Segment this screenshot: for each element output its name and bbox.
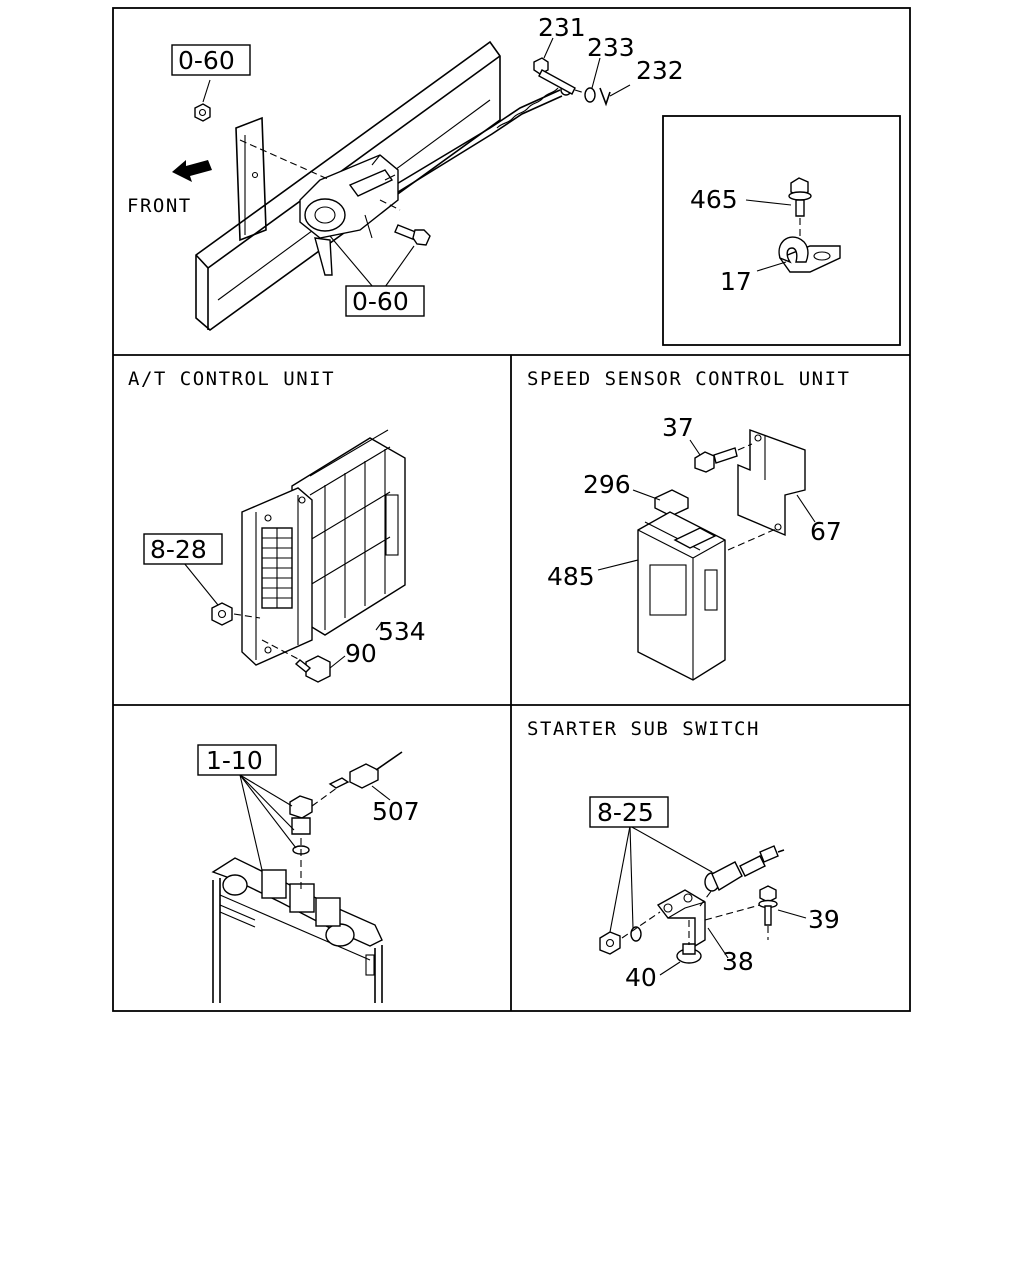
part-number-label: 231 [538, 13, 586, 42]
part-number-label: 90 [345, 639, 377, 668]
part-number-label: 37 [662, 413, 694, 442]
ref-box-label: 8-28 [150, 535, 207, 564]
part-number-label: 534 [378, 617, 426, 646]
mount-bracket [235, 116, 267, 242]
at-control-unit-panel: A/T CONTROL UNIT [128, 368, 426, 683]
top-panel: FRONT 0-60 0-60 231 233 232 465 17 [127, 13, 901, 346]
starter-sub-switch-panel: STARTER SUB SWITCH [527, 718, 840, 992]
radiator-icon [211, 857, 383, 1003]
speed-sensor-panel: SPEED SENSOR CONTROL UNIT [527, 368, 850, 681]
bolt-icon [394, 224, 431, 246]
flange-bolt-icon [758, 885, 778, 940]
washer-icon [584, 87, 596, 103]
panel-title: STARTER SUB SWITCH [527, 718, 760, 740]
flange-bolt-icon [788, 177, 812, 246]
front-label: FRONT [127, 195, 192, 217]
part-number-label: 38 [722, 947, 754, 976]
ref-box-label: 1-10 [206, 746, 263, 775]
sensor-icon [289, 781, 346, 890]
bracket-icon [656, 889, 706, 948]
bolt-icon [294, 655, 331, 683]
part-number-label: 485 [547, 562, 595, 591]
diagram-frame [112, 7, 911, 1012]
connector-icon [328, 751, 403, 789]
flange-bolt-icon [694, 447, 738, 473]
bolt-icon [533, 57, 576, 95]
flange-nut-icon [676, 943, 702, 964]
part-number-label: 296 [583, 470, 631, 499]
panel-title: SPEED SENSOR CONTROL UNIT [527, 368, 850, 390]
nut-icon [194, 103, 211, 122]
part-number-label: 233 [587, 33, 635, 62]
clip-icon [778, 236, 841, 273]
cotter-pin-icon [599, 87, 611, 107]
part-number-label: 507 [372, 797, 420, 826]
part-number-label: 17 [720, 267, 752, 296]
switch-icon [704, 845, 785, 892]
actuator-assembly [299, 154, 399, 276]
nut-icon [599, 931, 621, 955]
panel-title: A/T CONTROL UNIT [128, 368, 335, 390]
lock-washer-icon [630, 926, 642, 942]
ref-box-label: 8-25 [597, 798, 654, 827]
ref-box-label: 0-60 [178, 46, 235, 75]
cover-cap-icon [654, 489, 689, 517]
inset-box [662, 115, 901, 346]
part-number-label: 67 [810, 517, 842, 546]
part-number-label: 232 [636, 56, 684, 85]
control-unit-body [241, 429, 406, 666]
bracket-icon [737, 429, 806, 537]
part-number-label: 465 [690, 185, 738, 214]
part-number-label: 39 [808, 905, 840, 934]
nut-icon [211, 602, 233, 626]
radiator-sensor-panel: 1-10 507 [197, 744, 420, 1003]
ref-box-label: 0-60 [352, 287, 409, 316]
control-box-icon [637, 511, 726, 681]
front-arrow-icon [172, 160, 212, 182]
part-number-label: 40 [625, 963, 657, 992]
